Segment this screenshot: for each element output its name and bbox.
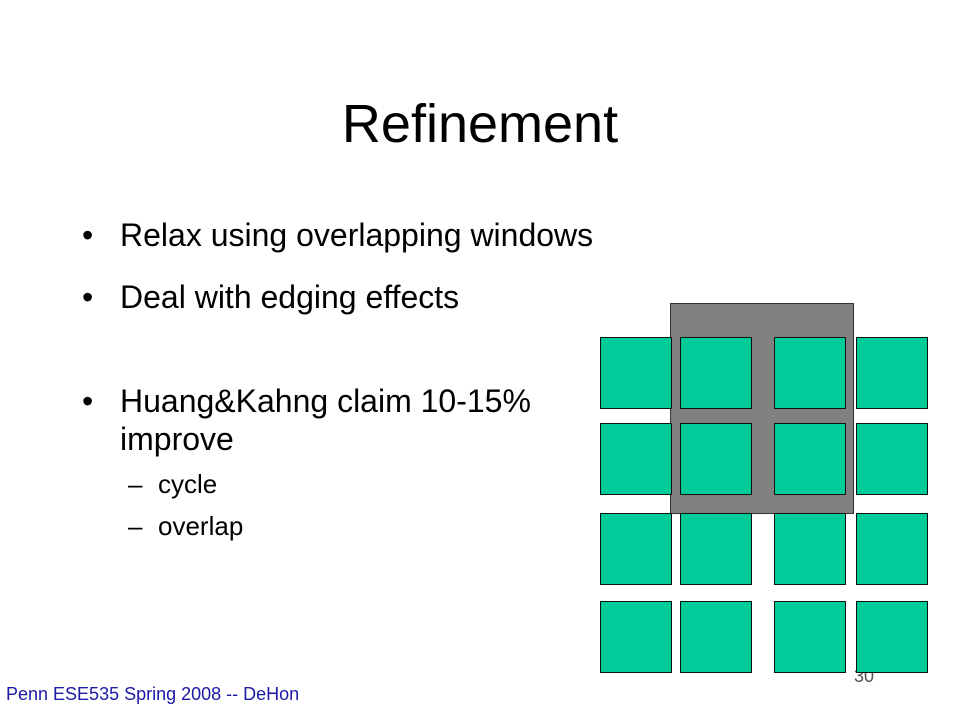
grid-cell: [680, 513, 752, 585]
bullet-text: Deal with edging effects: [120, 279, 460, 315]
grid-cell: [856, 423, 928, 495]
grid-cell: [774, 601, 846, 673]
grid-cell: [600, 601, 672, 673]
grid-cell: [774, 337, 846, 409]
grid-cell: [774, 423, 846, 495]
grid-cell: [856, 337, 928, 409]
bullet-text: Huang&Kahng claim 10-15% improve: [120, 383, 531, 457]
grid-cell: [680, 337, 752, 409]
bullet-text: Relax using overlapping windows: [120, 217, 594, 253]
grid-cell: [680, 601, 752, 673]
slide-title: Refinement: [341, 94, 619, 154]
overlap-window: [670, 303, 854, 514]
bullet-item: • Deal with edging effects: [82, 278, 640, 316]
bullet-glyph: •: [82, 383, 94, 419]
bullet-item: • Relax using overlapping windows: [82, 216, 640, 254]
sub-bullet-item: – overlap: [120, 510, 540, 542]
grid-cell: [856, 513, 928, 585]
sub-bullet-text: cycle: [158, 469, 218, 499]
dash-glyph: –: [128, 511, 143, 541]
grid-cell: [774, 513, 846, 585]
grid-cell: [856, 601, 928, 673]
dash-glyph: –: [128, 469, 143, 499]
bullet-glyph: •: [82, 279, 94, 315]
page-number: 30: [853, 666, 875, 686]
footer-text: Penn ESE535 Spring 2008 -- DeHon: [6, 684, 300, 704]
bullet-list: • Relax using overlapping windows • Deal…: [82, 216, 640, 552]
bullet-item: • Huang&Kahng claim 10-15% improve – cyc…: [82, 382, 540, 542]
grid-cell: [680, 423, 752, 495]
sub-bullet-list: – cycle – overlap: [120, 468, 540, 542]
sub-bullet-text: overlap: [158, 511, 244, 541]
bullet-glyph: •: [82, 217, 94, 253]
sub-bullet-item: – cycle: [120, 468, 540, 500]
